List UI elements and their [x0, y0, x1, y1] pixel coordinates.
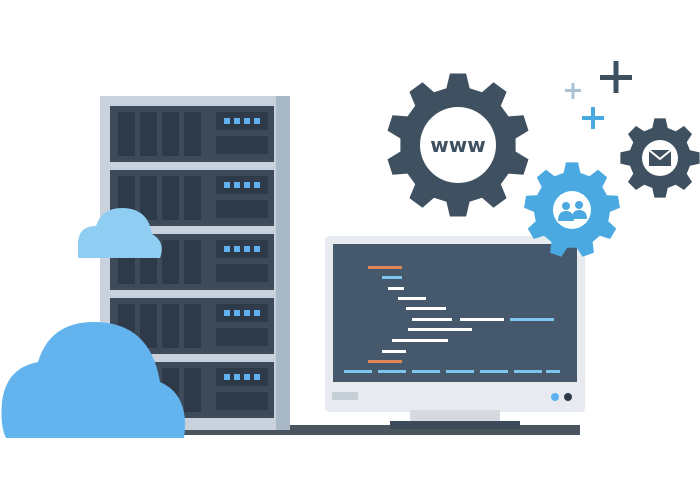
- power-led: [551, 393, 559, 401]
- plus-blue-v: [591, 107, 595, 129]
- server-panel: [216, 304, 268, 322]
- code-line: [460, 318, 504, 321]
- drive-bay: [184, 368, 201, 412]
- rack-side: [276, 96, 290, 430]
- cloud-icon: [1, 322, 185, 438]
- server-led: [224, 374, 230, 380]
- server-led: [244, 246, 250, 252]
- cloud-icon: [78, 208, 162, 258]
- server-led: [244, 182, 250, 188]
- plus-small-v: [571, 83, 575, 99]
- drive-bay: [162, 112, 179, 156]
- server-led: [234, 374, 240, 380]
- server-vent: [216, 328, 268, 346]
- code-line: [382, 276, 402, 279]
- server-vent: [216, 136, 268, 154]
- server-led: [234, 246, 240, 252]
- code-line: [408, 328, 472, 331]
- code-line: [546, 370, 560, 373]
- plus-icon: [600, 61, 632, 93]
- power-button: [564, 393, 572, 401]
- server-led: [224, 118, 230, 124]
- server-led: [234, 118, 240, 124]
- plus-icon: [582, 107, 604, 129]
- server-led: [234, 182, 240, 188]
- code-line: [480, 370, 508, 373]
- monitor-neck: [410, 410, 500, 424]
- drive-bay: [162, 176, 179, 220]
- code-line: [392, 339, 448, 342]
- server-vent: [216, 392, 268, 410]
- server-led: [244, 118, 250, 124]
- code-line: [344, 370, 372, 373]
- code-line: [398, 297, 426, 300]
- server-led: [254, 182, 260, 188]
- code-line: [388, 287, 404, 290]
- server-led: [224, 246, 230, 252]
- code-line: [378, 370, 406, 373]
- user-head-left: [562, 202, 570, 210]
- code-line: [406, 307, 446, 310]
- server-led: [244, 374, 250, 380]
- envelope-icon: [620, 118, 700, 198]
- server-vent: [216, 200, 268, 218]
- drive-bay: [184, 176, 201, 220]
- drive-bay: [162, 240, 179, 284]
- envelope-flap: [648, 149, 672, 161]
- server-vent: [216, 264, 268, 282]
- code-line: [382, 350, 406, 353]
- server-led: [254, 310, 260, 316]
- server-led: [224, 182, 230, 188]
- drive-bay: [184, 304, 201, 348]
- drive-bay: [140, 176, 157, 220]
- server-led: [254, 246, 260, 252]
- server-unit: [110, 106, 274, 162]
- plus-large-v: [613, 61, 619, 93]
- drive-bay: [162, 304, 179, 348]
- monitor-base: [390, 421, 520, 429]
- users-gear-hub: [553, 191, 591, 229]
- server-led: [254, 374, 260, 380]
- server-led: [254, 118, 260, 124]
- server-panel: [216, 112, 268, 130]
- user-bodies: [558, 210, 587, 221]
- drive-bay: [140, 112, 157, 156]
- large-cloud: [1, 322, 185, 438]
- small-cloud: [78, 208, 162, 258]
- code-line: [412, 370, 440, 373]
- code-line: [446, 370, 474, 373]
- plus-icon: [565, 83, 581, 99]
- monitor: [325, 236, 585, 429]
- drive-bay: [140, 304, 157, 348]
- server-led: [224, 310, 230, 316]
- server-panel: [216, 240, 268, 258]
- monitor-chin-slot: [332, 392, 358, 400]
- code-line: [368, 266, 402, 269]
- code-line: [510, 318, 554, 321]
- server-led: [244, 310, 250, 316]
- www-gear-hub: [420, 107, 496, 183]
- drive-bay: [184, 112, 201, 156]
- code-line: [514, 370, 542, 373]
- server-panel: [216, 368, 268, 386]
- server-panel: [216, 176, 268, 194]
- server-led: [234, 310, 240, 316]
- user-head-right: [575, 201, 583, 209]
- drive-bay: [118, 112, 135, 156]
- code-lines: [344, 266, 560, 373]
- drive-bay: [184, 240, 201, 284]
- floor-line: [150, 425, 580, 435]
- users-icon: [524, 162, 620, 257]
- code-line: [368, 360, 402, 363]
- gear-icon: www: [387, 73, 529, 217]
- www-label: www: [430, 133, 485, 157]
- code-line: [412, 318, 452, 321]
